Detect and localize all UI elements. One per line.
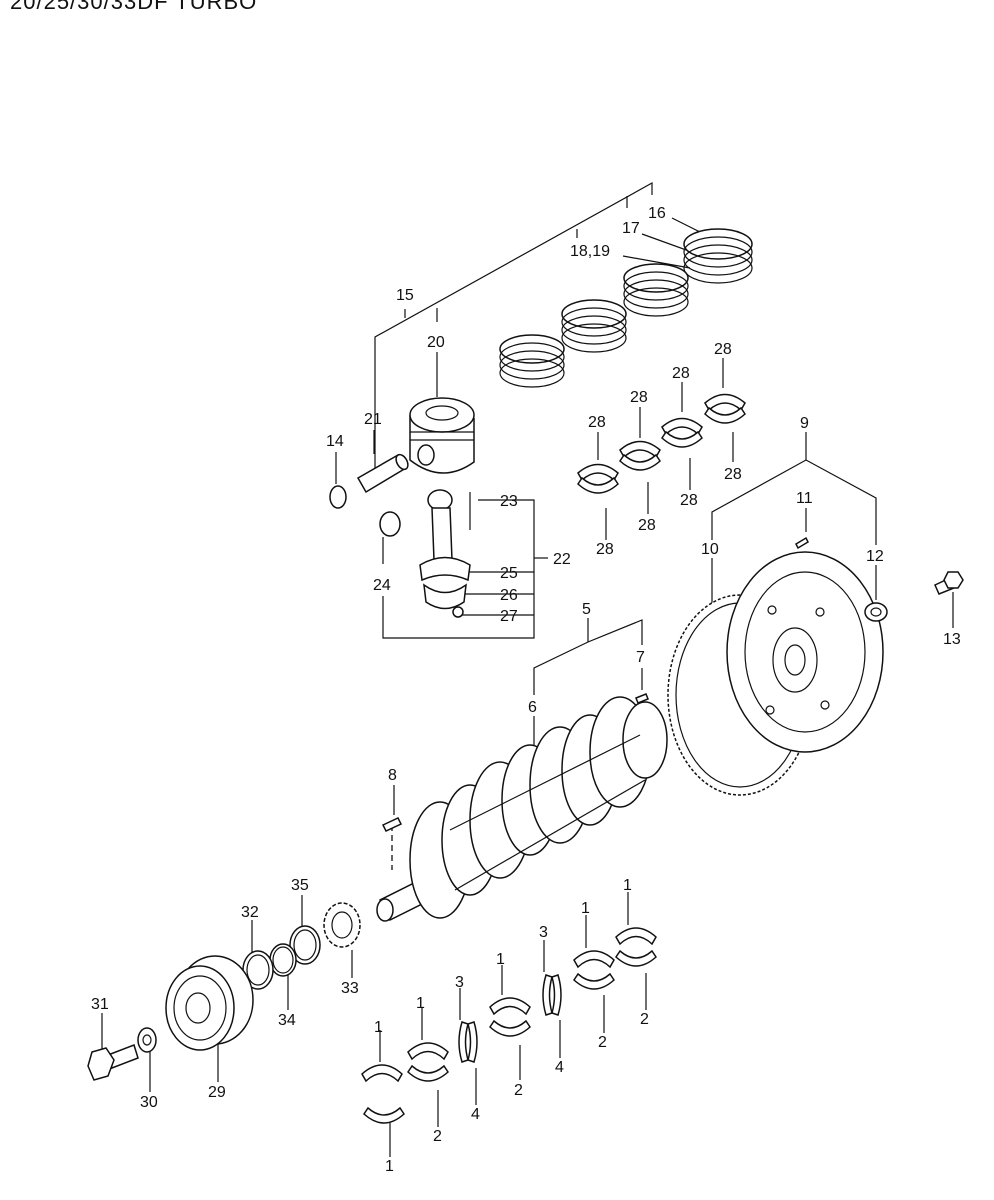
callout-11: 11 — [796, 490, 813, 507]
pulley-bolt — [87, 1044, 139, 1081]
callout-2: 2 — [598, 1034, 607, 1051]
callout-1: 1 — [416, 995, 425, 1012]
callout-32: 32 — [241, 904, 259, 921]
callout-22: 22 — [553, 551, 571, 568]
page-title: 20/25/30/33DF TURBO — [10, 0, 258, 14]
callout-28: 28 — [714, 341, 732, 358]
callout-26: 26 — [500, 587, 518, 604]
piston-pin — [356, 453, 409, 494]
callout-20: 20 — [427, 334, 445, 351]
callout-17: 17 — [622, 220, 640, 237]
callout-4: 4 — [471, 1106, 480, 1123]
callout-12: 12 — [866, 548, 884, 565]
callout-18-19: 18,19 — [570, 243, 610, 260]
callout-24: 24 — [373, 577, 391, 594]
callout-27: 27 — [500, 608, 518, 625]
callout-7: 7 — [636, 649, 645, 666]
callout-33: 33 — [341, 980, 359, 997]
callout-16: 16 — [648, 205, 666, 222]
connecting-rod — [419, 489, 471, 618]
callout-9: 9 — [800, 415, 809, 432]
callout-34: 34 — [278, 1012, 296, 1029]
callout-28: 28 — [724, 466, 742, 483]
callout-5: 5 — [582, 601, 591, 618]
callout-28: 28 — [680, 492, 698, 509]
callout-13: 13 — [943, 631, 961, 648]
flywheel-bolt — [934, 571, 964, 595]
key-pin — [381, 817, 403, 832]
flywheel — [667, 551, 884, 796]
callout-1: 1 — [374, 1019, 383, 1036]
snap-ring — [329, 485, 347, 509]
callout-6: 6 — [528, 699, 537, 716]
crank-dowel — [635, 693, 649, 704]
callout-28: 28 — [596, 541, 614, 558]
callout-1: 1 — [623, 877, 632, 894]
main-bearings — [361, 927, 657, 1124]
callout-35: 35 — [291, 877, 309, 894]
callout-2: 2 — [433, 1128, 442, 1145]
callout-28: 28 — [638, 517, 656, 534]
callout-28: 28 — [588, 414, 606, 431]
callout-2: 2 — [640, 1011, 649, 1028]
callout-21: 21 — [364, 411, 382, 428]
piston — [409, 397, 475, 474]
crank-gear — [323, 902, 361, 948]
callout-1: 1 — [496, 951, 505, 968]
conrod-bearings — [577, 393, 746, 494]
callout-28: 28 — [672, 365, 690, 382]
pulley-washer — [137, 1027, 157, 1053]
callout-3: 3 — [539, 924, 548, 941]
callout-10: 10 — [701, 541, 719, 558]
callout-8: 8 — [388, 767, 397, 784]
callout-28: 28 — [630, 389, 648, 406]
crankshaft — [376, 696, 668, 922]
crank-pulley — [165, 955, 254, 1051]
callout-1: 1 — [581, 900, 590, 917]
callout-23: 23 — [500, 493, 518, 510]
pilot-bearing — [864, 602, 888, 622]
callout-1: 1 — [385, 1158, 394, 1175]
callout-4: 4 — [555, 1059, 564, 1076]
callout-14: 14 — [326, 433, 344, 450]
callout-2: 2 — [514, 1082, 523, 1099]
callout-31: 31 — [91, 996, 109, 1013]
thrust-washer — [289, 925, 321, 965]
callout-25: 25 — [500, 565, 518, 582]
o-ring — [269, 943, 297, 977]
callout-29: 29 — [208, 1084, 226, 1101]
dowel-pin — [795, 536, 809, 550]
small-end-bushing — [379, 511, 401, 537]
callout-3: 3 — [455, 974, 464, 991]
callout-labels: 16 17 18,19 15 20 21 14 23 22 25 26 27 2… — [91, 205, 961, 1175]
piston-rings — [499, 228, 753, 388]
callout-30: 30 — [140, 1094, 158, 1111]
callout-15: 15 — [396, 287, 414, 304]
